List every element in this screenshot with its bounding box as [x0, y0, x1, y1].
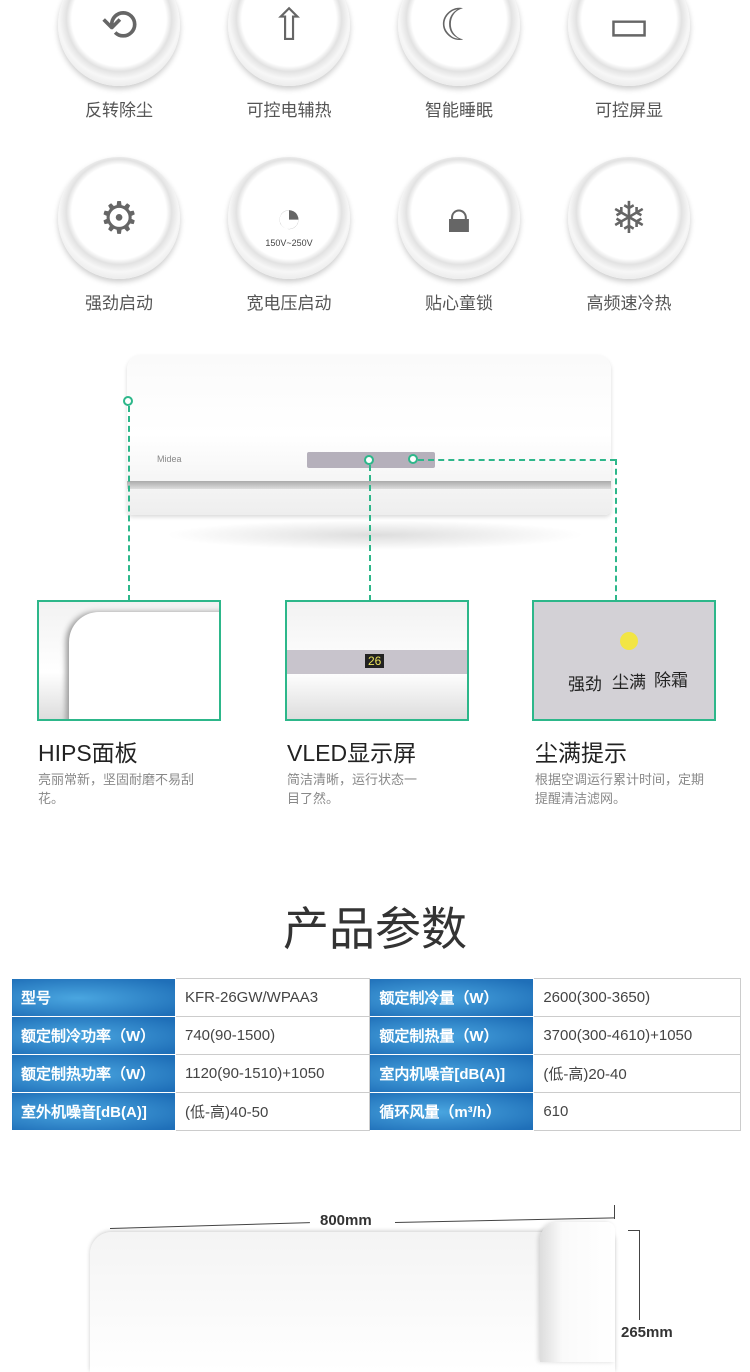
vled-display-image: 26: [285, 600, 469, 721]
display-digits: 26: [365, 654, 385, 668]
feature-label: 智能睡眠: [425, 101, 493, 120]
hips-panel-image: [37, 600, 221, 721]
callout-title: VLED显示屏: [287, 740, 417, 766]
spec-value: (低-高)20-40: [533, 1054, 741, 1093]
spec-label: 额定制冷量（W）: [369, 978, 535, 1017]
feature-item: 🔒︎ 贴心童锁: [374, 157, 544, 314]
feature-label: 反转除尘: [85, 101, 153, 120]
feature-label: 宽电压启动: [246, 294, 332, 313]
spec-label: 室内机噪音[dB(A)]: [369, 1054, 535, 1093]
feature-item: ☾ 智能睡眠: [374, 0, 544, 121]
spec-value: 3700(300-4610)+1050: [533, 1016, 741, 1055]
feature-item: ⇧ 可控电辅热: [204, 0, 374, 121]
heat-arrow-icon: ⇧: [228, 0, 350, 86]
snow-sun-icon: ❄: [568, 157, 690, 279]
spec-value: 2600(300-3650): [533, 978, 741, 1017]
height-dimension: 265mm: [621, 1324, 673, 1341]
brand-logo: Midea: [157, 454, 182, 464]
spec-label: 额定制冷功率（W）: [11, 1016, 176, 1055]
callout-desc: 根据空调运行累计时间，定期提醒清洁滤网。: [535, 772, 705, 806]
table-row: 额定制冷功率（W）740(90-1500)额定制热量（W）3700(300-46…: [11, 1016, 741, 1055]
spec-label: 额定制热量（W）: [369, 1016, 535, 1055]
sleep-curve-icon: ☾: [398, 0, 520, 86]
ac-unit-dimension-image: [90, 1232, 615, 1372]
feature-label: 高频速冷热: [586, 294, 672, 313]
feature-label: 强劲启动: [85, 294, 153, 313]
spec-label: 型号: [11, 978, 176, 1017]
panel-label: 尘满: [612, 673, 646, 692]
spec-value: 740(90-1500): [174, 1016, 371, 1055]
feature-item: ▭ 可控屏显: [544, 0, 714, 121]
screen-icon: ▭: [568, 0, 690, 86]
spec-label: 室外机噪音[dB(A)]: [11, 1092, 176, 1131]
spec-value: 610: [533, 1092, 741, 1131]
callout-title: 尘满提示: [535, 740, 627, 766]
feature-item: ◔150V~250V 宽电压启动: [204, 157, 374, 314]
spec-label: 额定制热功率（W）: [11, 1054, 176, 1093]
spec-value: 1120(90-1510)+1050: [174, 1054, 371, 1093]
spec-value: KFR-26GW/WPAA3: [174, 978, 371, 1017]
reverse-dust-icon: ⟲: [58, 0, 180, 86]
feature-label: 可控电辅热: [246, 101, 332, 120]
gears-icon: ⚙: [58, 157, 180, 279]
spec-label: 循环风量（m³/h）: [369, 1092, 535, 1131]
feature-label: 贴心童锁: [425, 294, 493, 313]
callout-title: HIPS面板: [38, 740, 138, 766]
feature-item: ⚙ 强劲启动: [34, 157, 204, 314]
panel-label: 除霜: [654, 671, 688, 690]
panel-label: 强劲: [568, 675, 602, 694]
gauge-icon: ◔150V~250V: [228, 157, 350, 279]
feature-item: ⟲ 反转除尘: [34, 0, 204, 121]
feature-label: 可控屏显: [595, 101, 663, 120]
feature-item: ❄ 高频速冷热: [544, 157, 714, 314]
callout-desc: 简洁清晰，运行状态一目了然。: [287, 772, 418, 806]
gauge-text: 150V~250V: [265, 238, 313, 248]
callout-desc: 亮丽常新，坚固耐磨不易刮花。: [38, 772, 195, 806]
specs-title: 产品参数: [283, 903, 467, 955]
spec-value: (低-高)40-50: [174, 1092, 371, 1131]
lock-icon: 🔒︎: [398, 157, 520, 279]
dust-full-panel-image: 强劲 尘满 除霜: [532, 600, 716, 721]
width-dimension: 800mm: [320, 1212, 372, 1229]
